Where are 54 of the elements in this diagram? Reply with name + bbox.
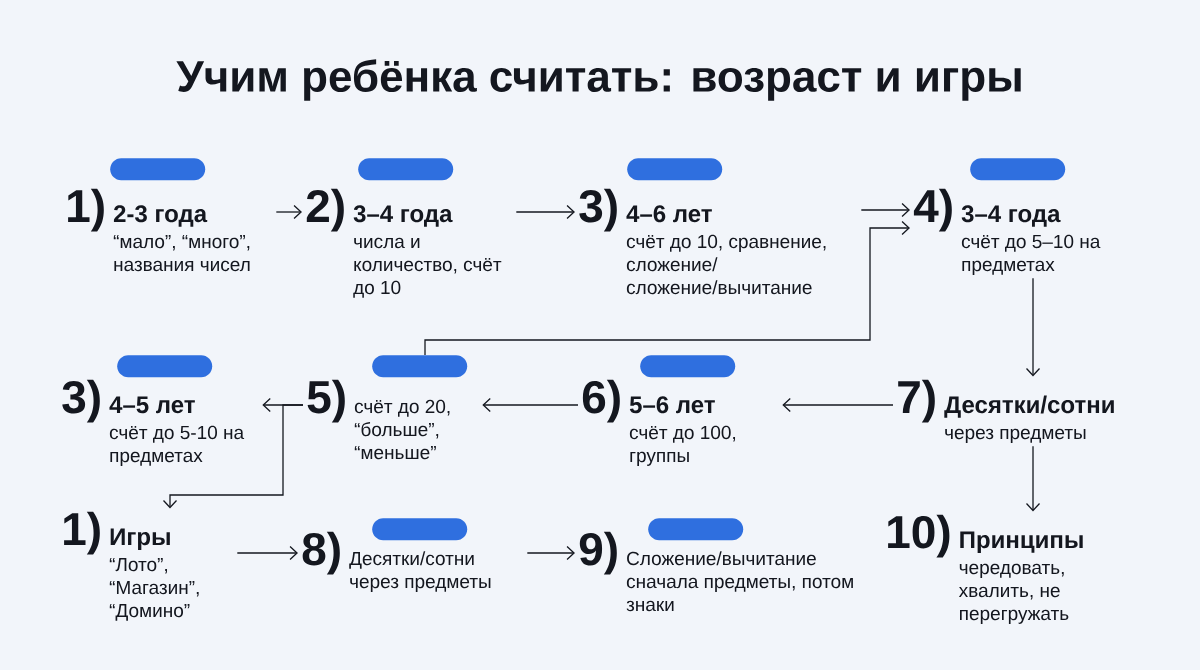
tag-bar (372, 518, 468, 541)
step-heading: 5–6 лет (629, 396, 715, 414)
step-number: 2) (306, 188, 344, 232)
step-description: счёт до 5–10 на предметах (961, 234, 1101, 275)
step-number: 4) (913, 188, 952, 232)
step-number: 1) (64, 511, 100, 555)
arrow (236, 545, 298, 561)
step-number: 8) (302, 531, 340, 575)
step-description: счёт до 10, сравнение, сложение/ сложение/вычитание (626, 234, 826, 295)
tag-bar (640, 355, 736, 378)
arrow (424, 220, 910, 356)
title: Учим ребёнка считать: возраст и игры (176, 59, 1021, 101)
step-heading: Принципы (960, 531, 1083, 553)
step-description: через предметы (945, 428, 1086, 443)
step-number: 6) (582, 379, 620, 423)
step-number: 3) (62, 379, 100, 423)
arrow (162, 404, 304, 509)
step-description: счёт до 100, группы (629, 425, 735, 466)
step-description: числа и количество, счёт до 10 (353, 237, 502, 298)
step-number: 1) (68, 188, 104, 232)
step-number: 9) (579, 531, 617, 575)
step-heading: 3–4 года (961, 205, 1061, 227)
step-number: 7) (898, 379, 935, 423)
tag-bar (970, 158, 1066, 181)
arrow (782, 397, 894, 413)
step-heading: Десятки/сотни (944, 395, 1114, 418)
arrow (1025, 445, 1041, 512)
step-heading: Игры (110, 528, 170, 550)
step-heading: 3–4 года (353, 205, 453, 227)
tag-bar (627, 158, 723, 181)
arrow (860, 202, 910, 218)
arrow (515, 204, 575, 220)
arrow (275, 204, 302, 220)
step-number: 10) (888, 514, 950, 558)
step-heading: 2-3 года (113, 205, 208, 227)
step-number: 3) (579, 188, 617, 232)
step-description: Десятки/сотни через предметы (349, 551, 491, 592)
step-description: “мало”, “много”, названия чисел (113, 234, 250, 272)
step-description: счёт до 20, “больше”, “меньше” (354, 399, 450, 460)
tag-bar (648, 518, 744, 541)
tag-bar (117, 355, 213, 378)
step-description: чередовать, хвалить, не перегружать (958, 563, 1069, 624)
arrow (482, 397, 579, 413)
tag-bar (110, 158, 206, 181)
arrow (1025, 277, 1041, 377)
step-number: 5) (307, 379, 345, 423)
tag-bar (372, 355, 468, 378)
tag-bar (358, 158, 454, 181)
step-description: Сложение/вычитание сначала предметы, потом знаки (626, 551, 853, 612)
step-heading: 4–6 лет (626, 205, 712, 223)
step-description: “Лото”, “Магазин”, “Домино” (109, 557, 199, 621)
step-heading: 4–5 лет (109, 396, 195, 414)
arrow (526, 545, 575, 561)
step-description: счёт до 5-10 на предметах (109, 425, 245, 466)
